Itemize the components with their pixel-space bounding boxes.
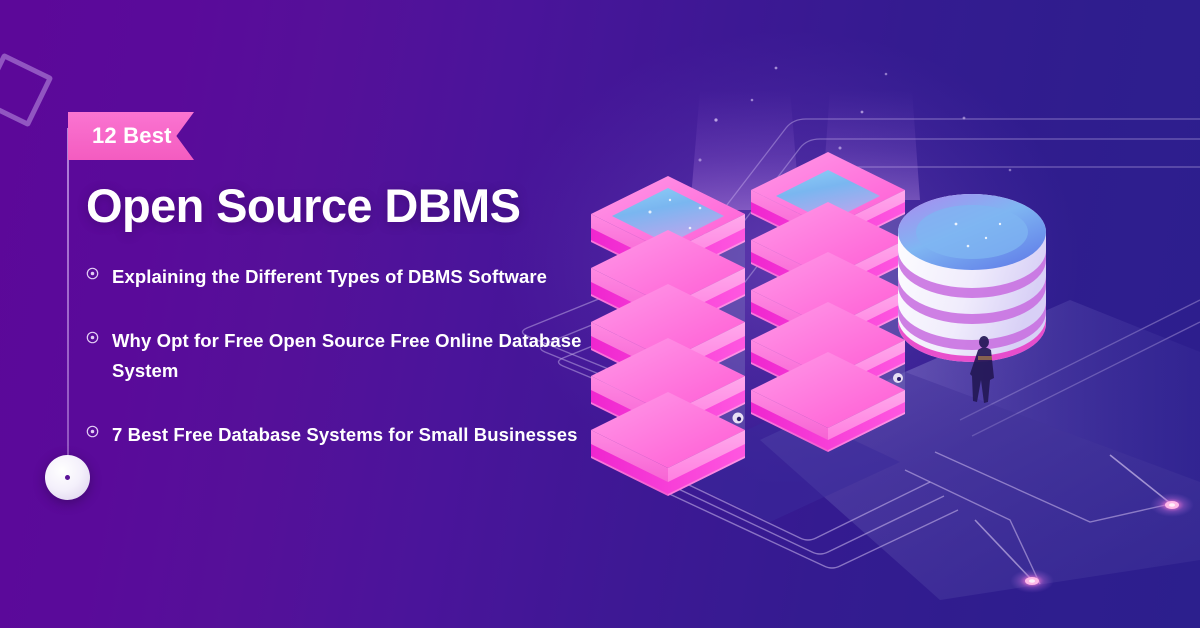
list-item-label: Explaining the Different Types of DBMS S… — [112, 266, 548, 287]
list-item: Explaining the Different Types of DBMS S… — [86, 262, 646, 292]
timeline-end-dot — [45, 455, 90, 500]
badge-ribbon: 12 Best — [68, 112, 194, 160]
list-item-label: 7 Best Free Database Systems for Small B… — [112, 423, 578, 445]
record-circle-icon — [86, 267, 99, 280]
record-circle-icon — [86, 331, 99, 344]
page-title: Open Source DBMS — [86, 179, 521, 232]
list-item-label: Why Opt for Free Open Source Free Online… — [112, 329, 582, 381]
badge-label: 12 Best — [92, 123, 172, 148]
record-circle-icon — [86, 425, 99, 438]
list-item: 7 Best Free Database Systems for Small B… — [86, 420, 646, 450]
list-item: Why Opt for Free Open Source Free Online… — [86, 326, 646, 386]
topic-list: Explaining the Different Types of DBMS S… — [86, 262, 646, 450]
timeline-rail — [67, 128, 69, 468]
